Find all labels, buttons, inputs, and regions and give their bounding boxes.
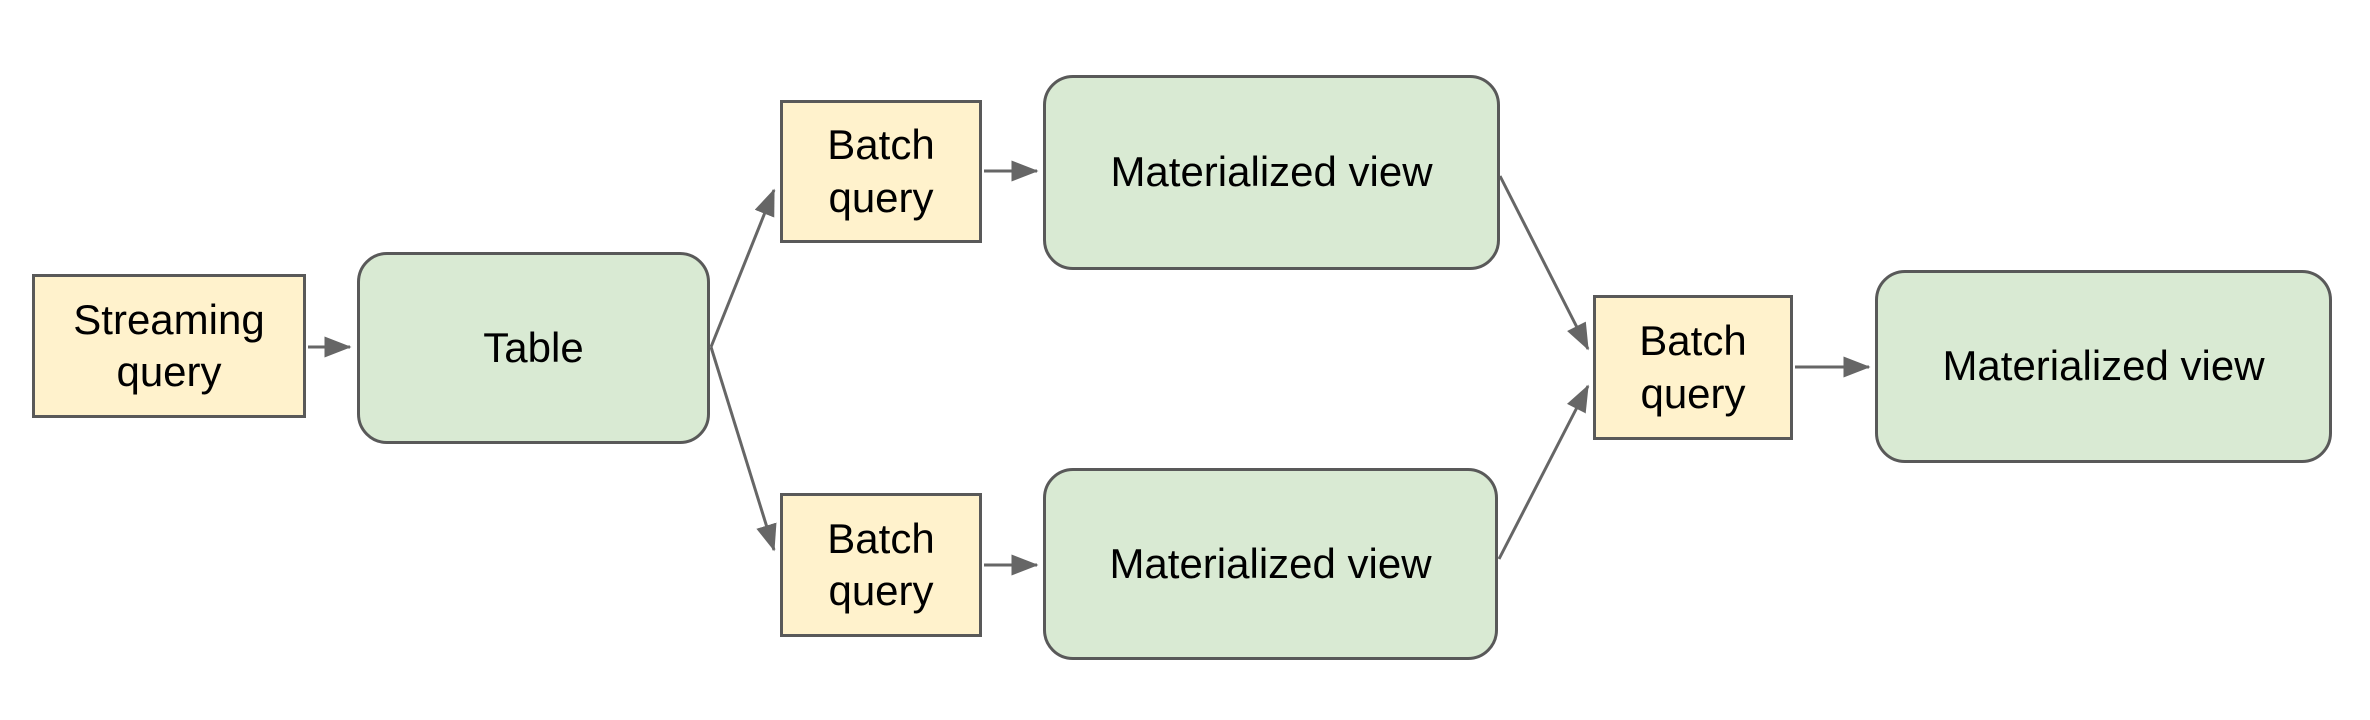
edge-materialized-view-top-to-batch-query-final: [1498, 175, 1590, 351]
node-materialized-view-top: Materialized view: [1043, 75, 1500, 270]
node-batch-query-top-label: Batch query: [827, 121, 935, 221]
node-materialized-view-bottom: Materialized view: [1043, 468, 1498, 660]
edge-table-to-batch-query-top: [709, 188, 776, 348]
node-table-label: Table: [483, 323, 584, 371]
node-batch-query-final-label: Batch query: [1639, 317, 1747, 417]
node-materialized-view-final: Materialized view: [1875, 270, 2332, 463]
node-materialized-view-final-label: Materialized view: [1942, 342, 2265, 390]
node-batch-query-bottom: Batch query: [780, 493, 982, 637]
node-streaming-query-label: Streaming query: [73, 295, 265, 396]
node-batch-query-final: Batch query: [1593, 295, 1793, 440]
node-table: Table: [357, 252, 710, 444]
node-streaming-query: Streaming query: [32, 274, 306, 418]
edge-materialized-view-bottom-to-batch-query-final: [1497, 384, 1590, 560]
node-batch-query-bottom-label: Batch query: [827, 514, 935, 615]
node-batch-query-top: Batch query: [780, 100, 982, 243]
node-materialized-view-bottom-label: Materialized view: [1109, 539, 1432, 587]
edge-table-to-batch-query-bottom: [709, 346, 777, 552]
node-materialized-view-top-label: Materialized view: [1110, 148, 1433, 196]
